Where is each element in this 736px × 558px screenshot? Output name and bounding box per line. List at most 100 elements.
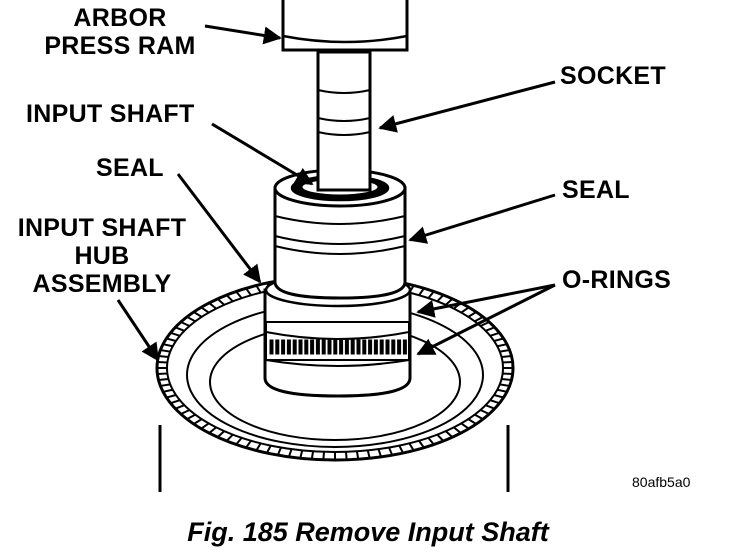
ring-tooth [160,349,171,353]
o-ring-slot [368,339,373,355]
o-ring-slot [321,339,326,355]
arbor-press-ram [281,0,409,58]
o-ring-slot [275,339,280,355]
ring-tooth [493,394,504,399]
o-ring-slot [344,339,349,355]
arrow-o-ring-2 [416,283,556,356]
ring-tooth [170,399,181,405]
o-ring-slot [385,339,390,355]
ring-tooth [208,426,217,434]
ring-tooth [208,302,217,310]
ring-tooth [497,343,508,348]
label-hub-line3: ASSEMBLY [32,270,172,298]
ring-tooth [255,442,262,452]
o-ring-slot [362,339,367,355]
arrow-o-ring-1 [416,283,556,318]
housing-body [158,425,510,492]
ring-tooth [193,418,203,425]
ring-tooth [489,331,500,337]
ring-tooth [310,451,315,460]
ring-tooth [174,326,185,332]
label-arbor-press-ram-line1: ARBOR [73,4,167,32]
ring-tooth [174,404,185,410]
ring-tooth [355,451,360,460]
label-hub-assembly: INPUT SHAFT HUB ASSEMBLY [12,214,192,298]
ring-tooth [160,383,171,387]
ring-tooth [193,311,203,318]
ring-tooth [158,354,169,359]
ring-tooth [467,418,477,425]
o-ring-slot [339,339,344,355]
leader-lines [116,24,556,362]
o-ring-slot [333,339,338,355]
ring-tooth [427,437,435,446]
ring-tooth [186,316,196,323]
ring-tooth [499,383,510,387]
ring-tooth [265,445,272,454]
ring-tooth [502,372,513,376]
ring-tooth [398,445,405,454]
ring-tooth [166,337,177,342]
ring-tooth [225,294,234,303]
ring-tooth [180,409,190,415]
ring-tooth [170,331,181,337]
label-arbor-press-ram: ARBOR PRESS RAM [40,4,200,60]
o-ring-slot [397,339,402,355]
ring-tooth [235,437,243,446]
ring-tooth [158,377,169,382]
ring-tooth [489,399,500,405]
ring-tooth [485,326,496,332]
ring-tooth [436,294,445,303]
ring-tooth [344,451,348,460]
ring-tooth [493,337,504,342]
label-hub-line1: INPUT SHAFT [17,214,187,242]
ring-tooth [474,316,484,323]
ring-tooth [276,447,282,456]
figure-code: 80afb5a0 [632,474,691,490]
ring-tooth [377,448,383,458]
arrow-socket [378,80,556,133]
ring-tooth [180,321,190,327]
ring-tooth [480,409,490,415]
ring-tooth [501,354,512,359]
o-ring-slot [402,339,407,355]
o-ring-slot [315,339,320,355]
o-ring-slot [292,339,297,355]
figure-caption: Fig. 185 Remove Input Shaft [187,517,549,547]
ring-tooth [497,388,508,393]
label-arbor-press-ram-line2: PRESS RAM [44,32,196,60]
o-ring-slot [373,339,378,355]
ring-tooth [427,290,435,299]
arrow-seal-right [408,193,556,244]
ring-tooth [502,360,513,364]
ring-tooth [460,422,470,430]
ring-tooth [445,298,454,306]
ring-tooth [162,343,173,348]
o-ring-slot [298,339,303,355]
ring-tooth [166,394,177,399]
ring-tooth [453,426,462,434]
arrow-input-shaft [211,122,314,186]
ring-tooth [299,450,304,459]
ring-tooth [460,306,470,314]
o-ring-slot [286,339,291,355]
label-socket: SOCKET [560,62,666,90]
ring-tooth [287,448,293,458]
ring-tooth [157,372,168,376]
ring-tooth [388,447,394,456]
o-ring-slot [269,339,274,355]
arrow-hub-assembly [116,299,160,362]
ring-tooth [245,287,252,296]
ring-tooth [501,377,512,382]
label-hub-line2: HUB [74,242,130,270]
o-ring-slot [327,339,332,355]
ring-tooth [216,298,225,306]
ring-tooth [474,413,484,420]
ring-tooth [216,430,225,438]
ring-tooth [499,349,510,353]
label-seal-right: SEAL [562,176,630,204]
ring-tooth [445,430,454,438]
ring-tooth [200,306,210,314]
ring-tooth [480,321,490,327]
